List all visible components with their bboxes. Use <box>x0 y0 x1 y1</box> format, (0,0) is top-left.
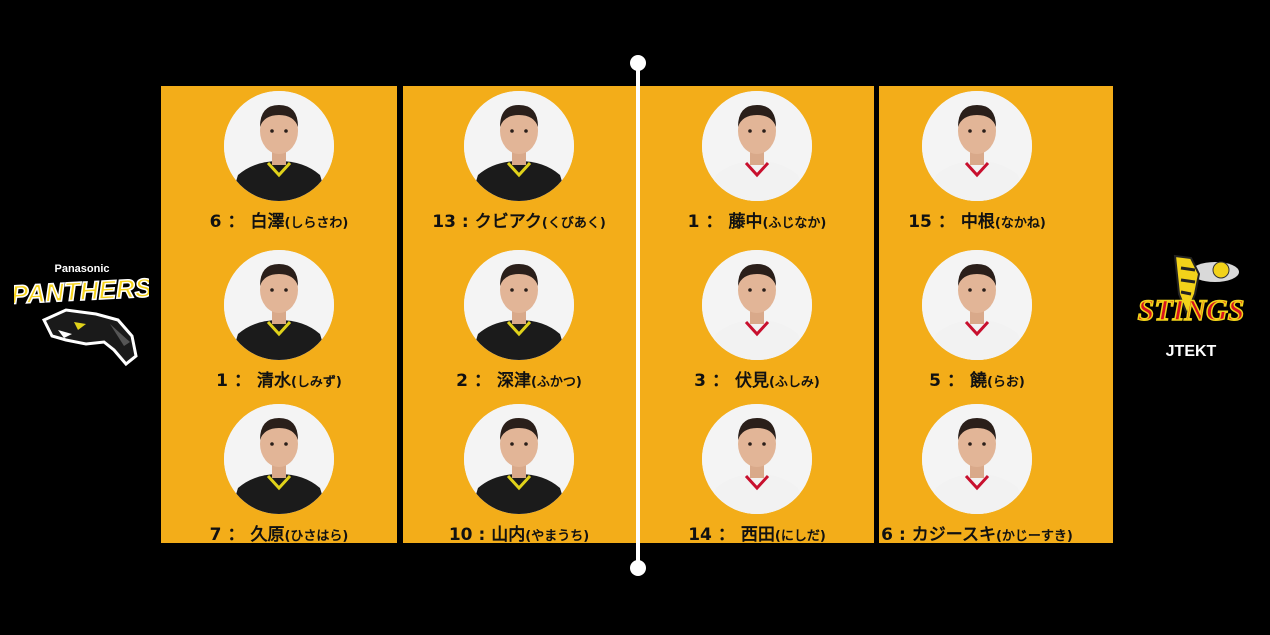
number-separator: ： <box>711 371 729 391</box>
player-photo <box>224 404 334 514</box>
player-number: 13 <box>432 212 456 232</box>
number-separator: ： <box>946 371 964 391</box>
player-caption: 3：伏見(ふしみ) <box>642 366 872 391</box>
number-separator: ： <box>233 371 251 391</box>
player-name: 饒 <box>969 371 987 391</box>
player-number: 3 <box>694 371 706 391</box>
player-name: 山内 <box>491 525 526 545</box>
player-photo <box>702 404 812 514</box>
player-name: カジースキ <box>911 525 996 545</box>
number-separator: ： <box>705 212 723 232</box>
player-caption: 6：白澤(しらさわ) <box>164 207 394 232</box>
player-number: 1 <box>687 212 700 232</box>
stings-logo-name: STINGS <box>1138 294 1245 327</box>
player-name-kana: (にしだ) <box>774 529 826 544</box>
number-separator: ： <box>937 212 955 232</box>
player-name: クビアク <box>474 212 542 232</box>
player-name-kana: (なかね) <box>994 216 1046 231</box>
player-name-kana: (ふじなか) <box>762 216 827 231</box>
number-separator: : <box>898 525 906 545</box>
player-photo <box>224 91 334 201</box>
player-number: 6 <box>881 525 893 545</box>
player-photo <box>702 91 812 201</box>
player-photo <box>464 404 574 514</box>
player-caption: 5：饒(らお) <box>862 366 1092 391</box>
player-name-kana: (しみず) <box>290 375 342 390</box>
player-name-kana: (しらさわ) <box>284 216 349 231</box>
player-number: 15 <box>908 212 932 232</box>
panthers-logo-name: PANTHERS <box>14 272 149 309</box>
player-name: 中根 <box>960 212 995 232</box>
player-caption: 1：清水(しみず) <box>164 366 394 391</box>
number-separator: ： <box>717 525 735 545</box>
player-number: 14 <box>688 525 712 545</box>
player-name: 久原 <box>250 525 285 545</box>
player-name: 清水 <box>256 371 291 391</box>
player-name: 深津 <box>496 371 531 391</box>
player-name-kana: (らお) <box>986 375 1025 390</box>
net-line <box>636 62 640 568</box>
stings-logo-brand: JTEKT <box>1166 343 1217 360</box>
player-photo <box>224 250 334 360</box>
player-caption: 10:山内(やまうち) <box>404 520 634 545</box>
player-caption: 14：西田(にしだ) <box>642 520 872 545</box>
number-separator: ： <box>227 212 245 232</box>
player-name-kana: (ひさはら) <box>284 529 349 544</box>
player-number: 10 <box>448 525 473 545</box>
player-photo <box>702 250 812 360</box>
player-name-kana: (ふかつ) <box>530 375 582 390</box>
number-separator: ： <box>473 371 491 391</box>
player-photo <box>922 250 1032 360</box>
player-caption: 6:カジースキ(かじーすき) <box>862 520 1092 545</box>
player-caption: 2：深津(ふかつ) <box>404 366 634 391</box>
player-name-kana: (やまうち) <box>525 529 590 544</box>
number-separator: : <box>461 212 469 232</box>
player-name: 白澤 <box>250 212 285 232</box>
stings-logo: STINGS JTEKT <box>1125 248 1257 366</box>
player-name: 伏見 <box>734 371 769 391</box>
number-separator: : <box>478 525 486 545</box>
player-caption: 13:クビアク(くびあく) <box>404 207 634 232</box>
net-bottom-post <box>630 560 646 576</box>
player-name-kana: (かじーすき) <box>995 529 1073 544</box>
player-photo <box>922 404 1032 514</box>
player-photo <box>464 91 574 201</box>
player-number: 6 <box>209 212 222 232</box>
panthers-logo: Panasonic PANTHERS <box>10 258 154 370</box>
player-number: 1 <box>216 371 228 391</box>
player-caption: 1：藤中(ふじなか) <box>642 207 872 232</box>
net-top-post <box>630 55 646 71</box>
player-photo <box>464 250 574 360</box>
player-number: 5 <box>929 371 941 391</box>
player-name: 藤中 <box>728 212 763 232</box>
panthers-logo-brand: Panasonic <box>54 263 109 275</box>
number-separator: ： <box>227 525 245 545</box>
player-number: 7 <box>209 525 222 545</box>
player-caption: 7：久原(ひさはら) <box>164 520 394 545</box>
player-photo <box>922 91 1032 201</box>
player-number: 2 <box>456 371 468 391</box>
player-caption: 15：中根(なかね) <box>862 207 1092 232</box>
player-name-kana: (くびあく) <box>541 216 606 231</box>
player-name-kana: (ふしみ) <box>768 375 820 390</box>
player-name: 西田 <box>740 525 775 545</box>
